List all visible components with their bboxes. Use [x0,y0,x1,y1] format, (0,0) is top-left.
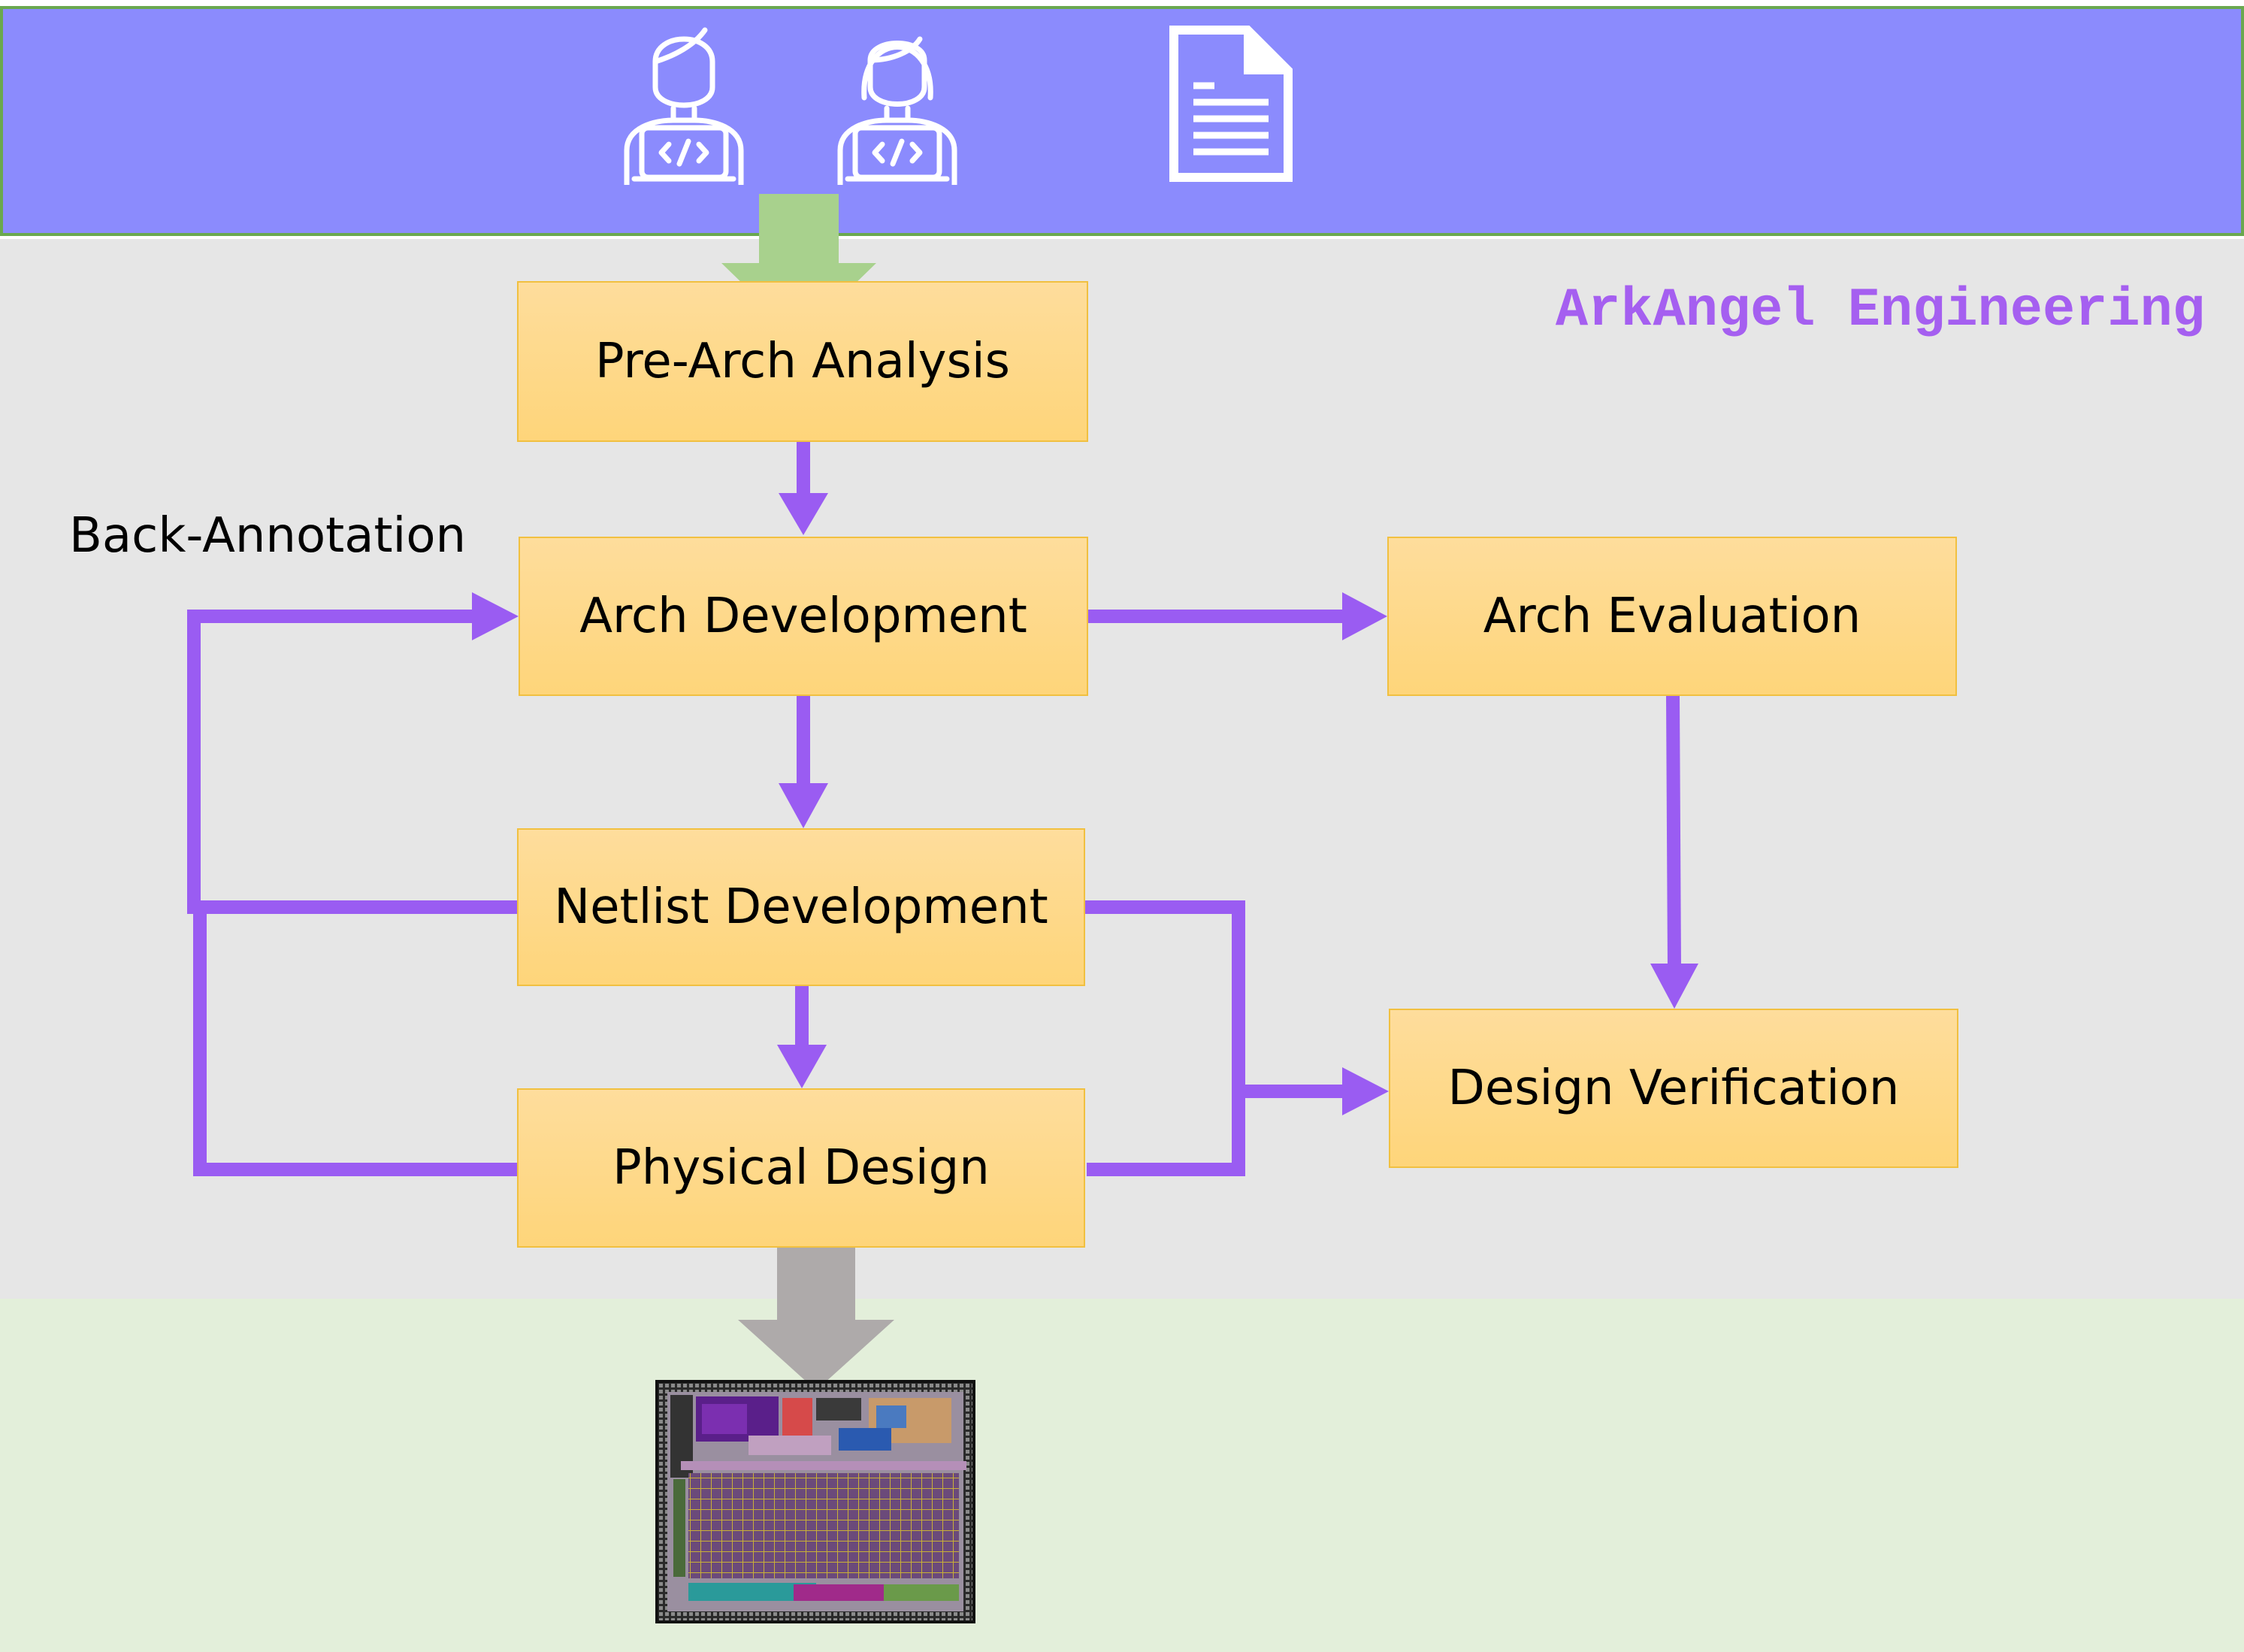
arrowhead [777,1045,827,1088]
output-arrow [738,1248,894,1390]
box-label: Netlist Development [554,879,1048,935]
box-pre-arch-analysis: Pre-Arch Analysis [517,281,1088,442]
connector-archeval-verif [1666,695,1681,970]
box-arch-development: Arch Development [519,537,1088,696]
box-label: Arch Development [579,588,1027,644]
document-icon [1169,26,1293,182]
output-band [0,1299,2244,1652]
box-physical-design: Physical Design [517,1088,1085,1248]
box-label: Pre-Arch Analysis [595,334,1010,389]
arrowhead [779,783,828,828]
back-annotation-label: Back-Annotation [69,508,467,564]
back-annotation-loop [187,610,517,1176]
top-band [0,6,2244,236]
developer-icon [837,36,957,185]
box-label: Arch Evaluation [1483,588,1861,644]
box-label: Design Verification [1447,1060,1900,1116]
developer-icon [624,27,744,185]
box-arch-evaluation: Arch Evaluation [1387,537,1957,696]
box-label: Physical Design [612,1140,990,1196]
arrowhead [1342,1067,1389,1115]
brand-title: ArkAngel Engineering [1555,280,2205,341]
chip-layout-image [655,1380,975,1623]
connector-netlist-verif [1085,900,1348,1098]
arrowhead [779,493,828,535]
box-design-verification: Design Verification [1389,1009,1958,1168]
box-netlist-development: Netlist Development [517,828,1085,986]
arrowhead [472,592,519,640]
connector-physical-verif [1087,1091,1245,1176]
arrowhead [1342,592,1387,640]
input-arrow [721,194,876,338]
arrowhead [1650,964,1698,1009]
